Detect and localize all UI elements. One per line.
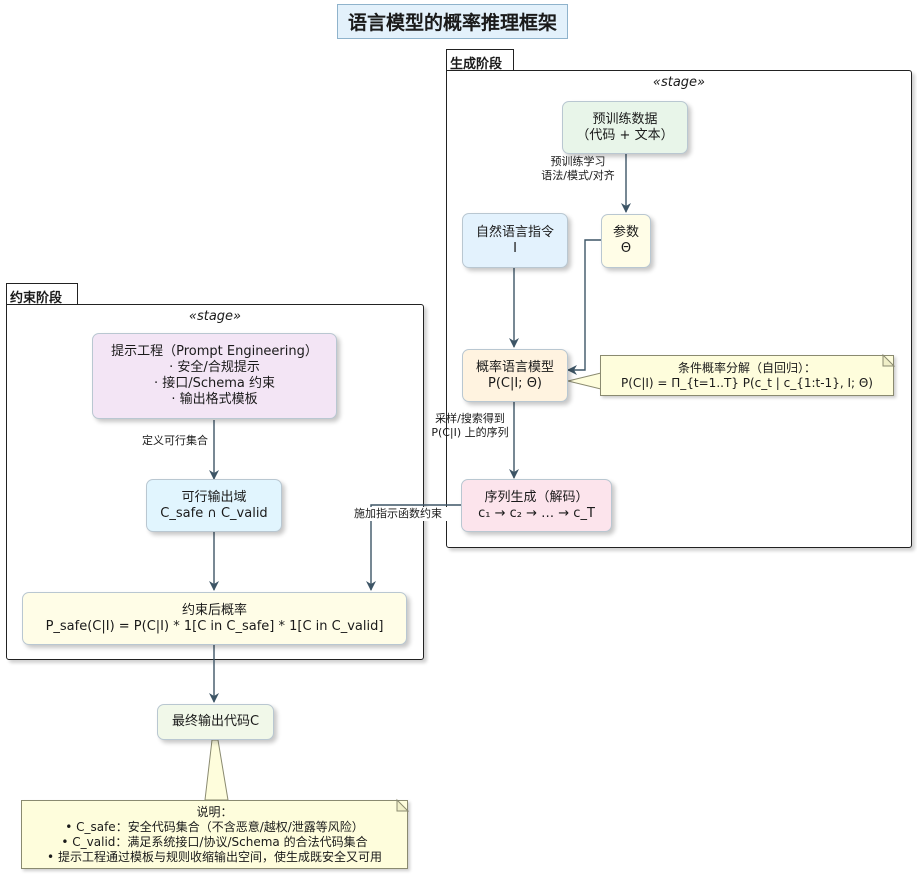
instruction-symbol: I [513, 240, 517, 256]
lm-node: 概率语言模型 P(C|I; Θ) [462, 349, 568, 402]
constraint-stereotype: «stage» [188, 309, 242, 324]
pretrain-data-subtitle: （代码 + 文本） [576, 127, 674, 143]
edge-label-pretrain-line2: 语法/模式/对齐 [541, 169, 615, 182]
constraint-package-tab: 约束阶段 [6, 283, 78, 306]
edge-label-sample-line2: P(C|I) 上的序列 [431, 426, 509, 439]
sequence-title: 序列生成（解码） [484, 489, 589, 505]
lm-formula: P(C|I; Θ) [487, 375, 543, 391]
final-output-node: 最终输出代码C [157, 704, 274, 740]
lm-title: 概率语言模型 [475, 359, 554, 375]
diagram-title: 语言模型的概率推理框架 [337, 4, 568, 39]
sequence-node: 序列生成（解码） c₁ → c₂ → … → c_T [461, 479, 612, 532]
pretrain-data-node: 预训练数据 （代码 + 文本） [562, 101, 688, 154]
autoregressive-note: 条件概率分解（自回归）： P(C|I) = Π_{t=1..T} P(c_t |… [600, 355, 894, 396]
edge-label-define: 定义可行集合 [142, 434, 208, 447]
instruction-title: 自然语言指令 [475, 224, 554, 240]
sequence-formula: c₁ → c₂ → … → c_T [478, 505, 595, 521]
explanation-note-csafe: • C_safe：安全代码集合（不含恶意/越权/泄露等风险） [65, 819, 364, 834]
prompt-engineering-title: 提示工程（Prompt Engineering） [111, 344, 318, 359]
pretrain-data-title: 预训练数据 [592, 111, 658, 127]
params-node: 参数 Θ [601, 214, 651, 268]
prompt-engineering-node: 提示工程（Prompt Engineering） · 安全/合规提示 · 接口/… [92, 333, 337, 419]
constrained-probability-title: 约束后概率 [181, 602, 247, 618]
prompt-engineering-item-schema: · 接口/Schema 约束 [153, 376, 276, 391]
params-title: 参数 [612, 225, 639, 240]
generation-stereotype: «stage» [652, 75, 706, 90]
constrained-probability-node: 约束后概率 P_safe(C|I) = P(C|I) * 1[C in C_sa… [22, 592, 407, 645]
edge-label-indicator: 施加指示函数约束 [349, 507, 447, 521]
edge-params-to-lm [567, 239, 601, 375]
explanation-note-prompt: • 提示工程通过模板与规则收缩输出空间，使生成既安全又可用 [47, 849, 382, 864]
autoregressive-note-title: 条件概率分解（自回归）： [677, 360, 816, 375]
feasible-domain-title: 可行输出域 [181, 489, 247, 505]
prompt-engineering-item-format: · 输出格式模板 [171, 392, 258, 407]
edge-sequence-to-constrained [366, 504, 461, 591]
edge-label-pretrain-line1: 预训练学习 [550, 155, 606, 168]
explanation-note-title: 说明： [196, 804, 233, 819]
edge-label-pretrain: 预训练学习 语法/模式/对齐 [532, 155, 624, 183]
params-symbol: Θ [620, 241, 632, 256]
explanation-note-cvalid: • C_valid：满足系统接口/协议/Schema 的合法代码集合 [61, 834, 368, 849]
autoregressive-note-formula: P(C|I) = Π_{t=1..T} P(c_t | c_{1:t-1}, I… [621, 375, 873, 390]
prompt-engineering-item-safety: · 安全/合规提示 [169, 360, 260, 375]
feasible-domain-formula: C_safe ∩ C_valid [160, 505, 268, 521]
constrained-probability-formula: P_safe(C|I) = P(C|I) * 1[C in C_safe] * … [45, 618, 384, 634]
explanation-note: 说明： • C_safe：安全代码集合（不含恶意/越权/泄露等风险） • C_v… [21, 800, 408, 869]
edge-label-sample-line1: 采样/搜索得到 [435, 412, 505, 425]
edge-label-sample: 采样/搜索得到 P(C|I) 上的序列 [420, 412, 520, 440]
generation-package-tab: 生成阶段 [446, 49, 514, 72]
feasible-domain-node: 可行输出域 C_safe ∩ C_valid [146, 479, 282, 532]
instruction-node: 自然语言指令 I [462, 213, 568, 268]
